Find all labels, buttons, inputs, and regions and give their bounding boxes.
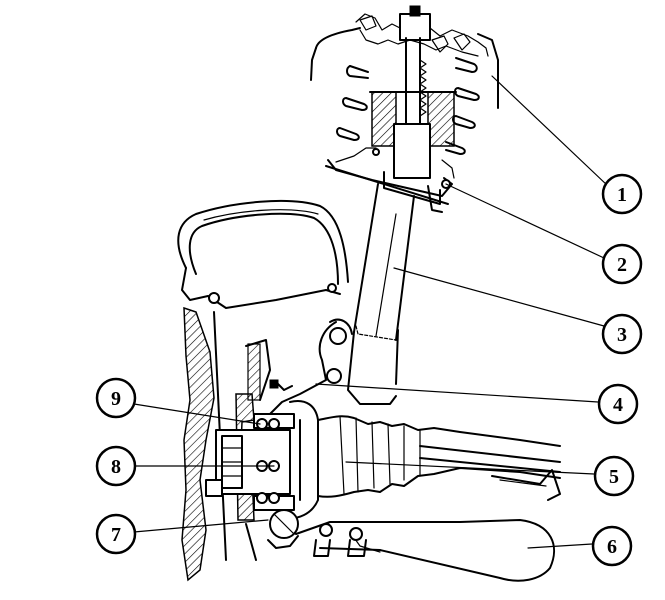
callout-3: 3	[601, 313, 643, 355]
ball-joint	[245, 509, 299, 561]
callout-9: 9	[95, 377, 137, 419]
callout-label: 3	[617, 324, 627, 346]
callout-6: 6	[591, 525, 633, 567]
strut-tube	[347, 183, 415, 405]
drive-shaft	[317, 415, 561, 501]
callout-label: 5	[609, 466, 619, 488]
leader-lines	[133, 75, 609, 549]
lower-control-arm	[295, 519, 555, 582]
callout-4: 4	[597, 383, 639, 425]
callout-1: 1	[601, 173, 643, 215]
spring-seat	[325, 147, 455, 213]
piston-rod-and-bump-stop	[369, 37, 457, 179]
strut-top-mount	[310, 5, 499, 109]
callout-label: 8	[111, 456, 121, 478]
callout-label: 9	[111, 388, 121, 410]
callout-5: 5	[593, 455, 635, 497]
callout-label: 7	[111, 524, 121, 546]
steering-knuckle	[245, 318, 353, 415]
callout-label: 6	[607, 536, 617, 558]
callout-label: 2	[617, 254, 627, 276]
coil-spring	[336, 57, 480, 155]
wheel-hub-and-bearings	[205, 393, 319, 521]
callout-2: 2	[601, 243, 643, 285]
callout-8: 8	[95, 445, 137, 487]
wheel-rim	[181, 306, 227, 582]
callout-7: 7	[95, 513, 137, 555]
callout-label: 4	[613, 394, 623, 416]
callout-label: 1	[617, 184, 627, 206]
tire	[177, 199, 349, 309]
